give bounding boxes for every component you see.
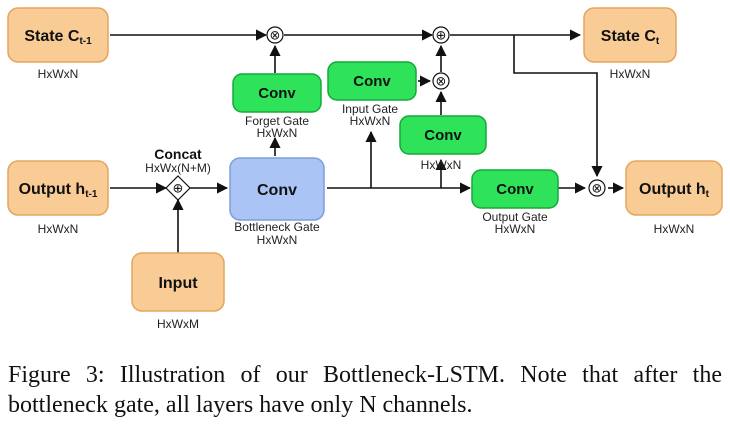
state-next-dim: HxWxN: [610, 67, 651, 81]
multiply-symbol: ⊗: [592, 182, 603, 197]
output-multiply-op: ⊗: [588, 179, 606, 197]
output-prev-dim: HxWxN: [38, 222, 79, 236]
output-next-label: Output ht: [639, 181, 710, 200]
concat-title: Concat: [154, 146, 202, 162]
bottleneck-gate-label: Bottleneck Gate: [234, 220, 320, 234]
bottleneck-dim: HxWxN: [257, 233, 298, 247]
input-gate-dim: HxWxN: [350, 114, 391, 128]
output-next-dim: HxWxN: [654, 222, 695, 236]
input-multiply-op: ⊗: [432, 72, 450, 90]
figure-caption: Figure 3: Illustration of our Bottleneck…: [8, 362, 722, 418]
candidate-dim: HxWxN: [421, 158, 462, 172]
candidate-conv-label: Conv: [424, 127, 462, 144]
input-box: Input HxWxM: [131, 252, 225, 331]
output-gate-conv-box: Conv Output Gate HxWxN: [471, 169, 559, 236]
input-gate-conv-label: Conv: [353, 73, 391, 90]
output-next-box: Output ht HxWxN: [625, 160, 723, 236]
multiply-symbol: ⊗: [270, 29, 281, 44]
forget-dim: HxWxN: [257, 126, 298, 140]
input-label: Input: [158, 275, 198, 292]
concat-add-op: ⊕: [165, 175, 191, 201]
output-gate-conv-label: Conv: [496, 181, 534, 198]
multiply-symbol: ⊗: [436, 75, 447, 90]
add-symbol: ⊕: [436, 29, 447, 44]
forget-multiply-op: ⊗: [266, 26, 284, 44]
forget-conv-label: Conv: [258, 85, 296, 102]
output-prev-label: Output ht-1: [19, 181, 98, 200]
state-next-label: State Ct: [601, 28, 660, 47]
bottleneck-lstm-diagram: ⊗ ⊕ ⊗ ⊗ ⊕ State Ct-1: [7, 7, 723, 331]
state-prev-box: State Ct-1 HxWxN: [7, 7, 109, 81]
output-gate-label: Output Gate: [482, 210, 548, 224]
boxes: State Ct-1 HxWxN State Ct HxWxN Output h…: [7, 7, 723, 331]
bottleneck-conv-box: Conv Bottleneck Gate HxWxN: [229, 157, 325, 247]
edge-state-to-output-mult: [513, 35, 603, 178]
input-gate-label: Input Gate: [342, 102, 398, 116]
operators: ⊗ ⊕ ⊗ ⊗ ⊕: [165, 26, 606, 201]
output-gate-dim: HxWxN: [495, 222, 536, 236]
state-prev-dim: HxWxN: [38, 67, 79, 81]
concat-dim: HxWx(N+M): [145, 161, 211, 175]
forget-gate-label: Forget Gate: [245, 114, 309, 128]
input-gate-conv-box: Conv Input Gate HxWxN: [327, 61, 417, 128]
state-prev-label: State Ct-1: [24, 28, 92, 47]
output-prev-box: Output ht-1 HxWxN: [7, 160, 109, 236]
input-dim: HxWxM: [157, 317, 199, 331]
forget-conv-box: Conv Forget Gate HxWxN: [232, 73, 322, 140]
candidate-conv-box: Conv HxWxN: [399, 115, 487, 172]
concat-annotation: Concat HxWx(N+M): [145, 146, 211, 175]
state-next-box: State Ct HxWxN: [583, 7, 677, 81]
bottleneck-conv-label: Conv: [257, 182, 297, 199]
state-add-op: ⊕: [432, 26, 450, 44]
add-symbol: ⊕: [173, 182, 184, 197]
connections: [110, 29, 625, 253]
